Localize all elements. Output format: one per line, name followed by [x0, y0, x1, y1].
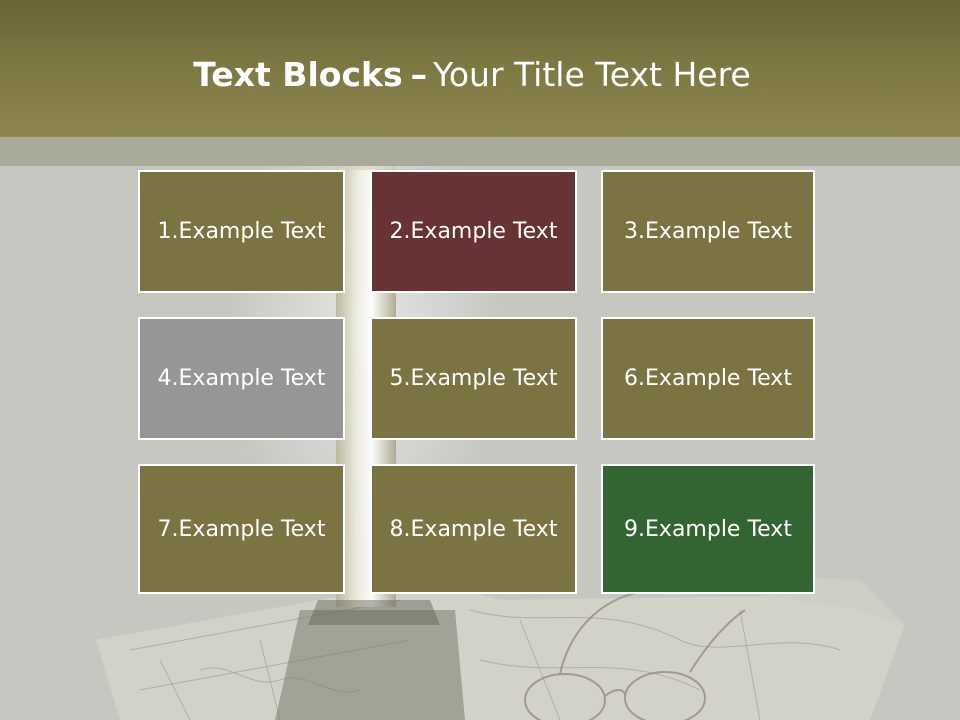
text-block-label: 3.Example Text	[624, 219, 792, 244]
title-rest: Your Title Text Here	[433, 55, 751, 94]
text-block-1[interactable]: 1.Example Text	[138, 170, 345, 293]
title-separator: –	[410, 55, 428, 94]
text-block-label: 8.Example Text	[389, 516, 558, 542]
text-block-9[interactable]: 9.Example Text	[601, 464, 815, 594]
text-block-3[interactable]: 3.Example Text	[601, 170, 815, 293]
text-block-label: 2.Example Text	[389, 219, 558, 244]
text-block-7[interactable]: 7.Example Text	[138, 464, 345, 594]
text-block-4[interactable]: 4.Example Text	[138, 317, 345, 440]
text-block-label: 7.Example Text	[157, 516, 326, 542]
text-block-label: 9.Example Text	[624, 516, 792, 542]
text-block-6[interactable]: 6.Example Text	[601, 317, 815, 440]
header-band	[0, 0, 960, 137]
text-block-label: 6.Example Text	[624, 366, 792, 391]
text-block-label: 5.Example Text	[389, 366, 558, 391]
text-block-label: 1.Example Text	[157, 219, 326, 244]
title-bold: Text Blocks	[193, 55, 403, 94]
text-block-label: 4.Example Text	[157, 366, 326, 391]
text-block-5[interactable]: 5.Example Text	[370, 317, 577, 440]
slide-title: Text Blocks–Your Title Text Here	[0, 52, 944, 98]
text-block-2[interactable]: 2.Example Text	[370, 170, 577, 293]
text-block-8[interactable]: 8.Example Text	[370, 464, 577, 594]
header-strip	[0, 137, 960, 166]
